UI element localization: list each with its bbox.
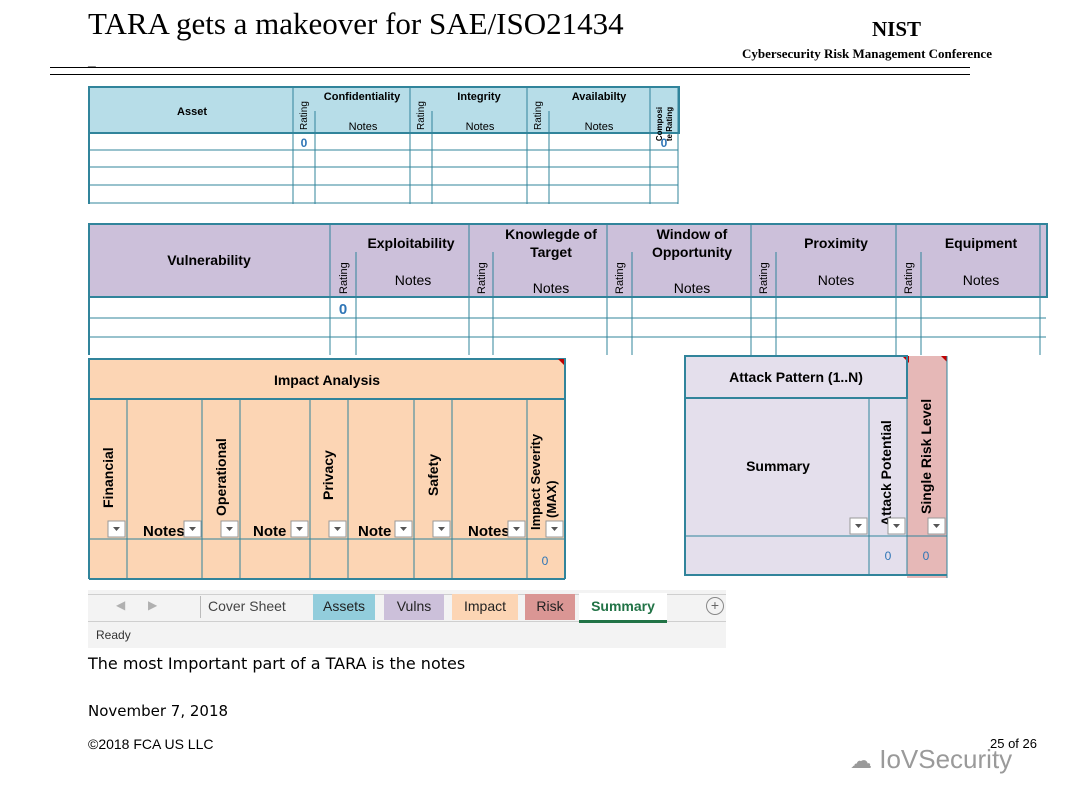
knowledge-notes-label: Notes: [533, 280, 570, 296]
equipment-rating-label: Rating: [903, 262, 915, 294]
financial-header: Financial: [100, 447, 116, 508]
integ-rating-label: Rating: [416, 101, 427, 130]
impact-severity-header: Impact Severity: [528, 433, 543, 530]
financial-notes-header: Notes: [143, 523, 185, 540]
vulns-table: Vulnerability Exploitability Knowlegde o…: [88, 223, 1048, 355]
header-rule-2: [50, 74, 970, 75]
scroll-right-icon[interactable]: ▶: [148, 598, 158, 612]
proximity-notes-label: Notes: [818, 272, 855, 288]
risk-level-bg: [907, 356, 947, 578]
impact-table: Impact Analysis Financial Notes Operatio…: [88, 358, 566, 580]
operational-notes-header: Note: [253, 523, 286, 540]
conf-rating-value: 0: [301, 136, 308, 150]
privacy-header: Privacy: [320, 450, 336, 500]
tab-impact[interactable]: Impact: [452, 594, 518, 620]
add-sheet-icon[interactable]: +: [706, 597, 724, 615]
attack-bg: [685, 356, 907, 576]
single-risk-header: Single Risk Level: [918, 399, 934, 514]
integ-notes-label: Notes: [466, 121, 495, 133]
equipment-notes-label: Notes: [963, 272, 1000, 288]
window-rating-label: Rating: [614, 262, 626, 294]
privacy-notes-header: Note: [358, 523, 391, 540]
nist-logo-text: NIST: [872, 17, 922, 41]
asset-header: Asset: [177, 106, 207, 118]
vulns-header-bg: [88, 223, 1048, 298]
knowledge-header-2: Target: [530, 244, 572, 260]
slide-title: TARA gets a makeover for SAE/ISO21434: [88, 6, 624, 41]
scroll-left-icon[interactable]: ◀: [116, 598, 126, 612]
conf-notes-label: Notes: [349, 121, 378, 133]
window-notes-label: Notes: [674, 280, 711, 296]
availability-header: Availabilty: [572, 91, 627, 103]
exploit-notes-label: Notes: [395, 272, 432, 288]
slide-date: November 7, 2018: [88, 702, 229, 720]
tab-assets[interactable]: Assets: [313, 594, 375, 620]
proximity-header: Proximity: [804, 235, 868, 251]
watermark: ☁ IoVSecurity: [850, 744, 1012, 775]
status-ready: Ready: [96, 628, 131, 642]
window-header-1: Window of: [657, 226, 728, 242]
proximity-rating-label: Rating: [758, 262, 770, 294]
knowledge-rating-label: Rating: [476, 262, 488, 294]
tab-vulns[interactable]: Vulns: [384, 594, 444, 620]
page-number: 25 of 26: [990, 736, 1037, 751]
avail-rating-label: Rating: [533, 101, 544, 130]
excel-tabbar: ◀ ▶ Cover Sheet Assets Vulns Impact Risk…: [88, 590, 726, 648]
attack-potential-value: 0: [885, 549, 892, 563]
attack-pattern-title: Attack Pattern (1..N): [729, 369, 863, 385]
tab-summary[interactable]: Summary: [579, 593, 667, 623]
watermark-text: IoVSecurity: [879, 744, 1013, 774]
composite-label-1: Composi: [655, 107, 664, 141]
conf-rating-label: Rating: [299, 101, 310, 130]
window-header-2: Opportunity: [652, 244, 732, 260]
attack-potential-header: Attack Potential: [878, 420, 894, 526]
risk-level-value: 0: [923, 549, 930, 563]
caption-text: The most Important part of a TARA is the…: [88, 654, 466, 673]
assets-table: Asset Confidentiality Integrity Availabi…: [88, 86, 680, 204]
safety-header: Safety: [425, 454, 441, 496]
tab-cover-sheet[interactable]: Cover Sheet: [208, 598, 286, 614]
attack-table: Attack Pattern (1..N) Summary Attack Pot…: [684, 355, 948, 578]
impact-analysis-title: Impact Analysis: [274, 372, 380, 388]
composite-rating-value: 0: [661, 136, 668, 150]
impact-severity-max: (MAX): [544, 480, 559, 518]
knowledge-header-1: Knowlegde of: [505, 226, 597, 242]
equipment-header: Equipment: [945, 235, 1018, 251]
exploit-rating-label: Rating: [338, 262, 350, 294]
integrity-header: Integrity: [457, 91, 501, 103]
safety-notes-header: Notes: [468, 523, 510, 540]
tab-risk[interactable]: Risk: [525, 594, 575, 620]
conference-name: Cybersecurity Risk Management Conference: [742, 46, 992, 61]
confidentiality-header: Confidentiality: [324, 91, 401, 103]
operational-header: Operational: [213, 438, 229, 516]
vulnerability-header: Vulnerability: [167, 252, 251, 268]
avail-notes-label: Notes: [585, 121, 614, 133]
summary-header: Summary: [746, 458, 810, 474]
assets-header-bg: [88, 86, 680, 134]
tab-divider: [200, 596, 201, 618]
header-rule-1: [50, 67, 970, 68]
copyright-text: ©2018 FCA US LLC: [88, 736, 214, 752]
small-dash: __: [88, 60, 96, 67]
wechat-icon: ☁: [850, 748, 872, 773]
composite-label-2: te Rating: [665, 107, 674, 141]
exploitability-header: Exploitability: [367, 235, 454, 251]
exploit-rating-value: 0: [339, 301, 347, 318]
impact-severity-value: 0: [542, 554, 549, 568]
